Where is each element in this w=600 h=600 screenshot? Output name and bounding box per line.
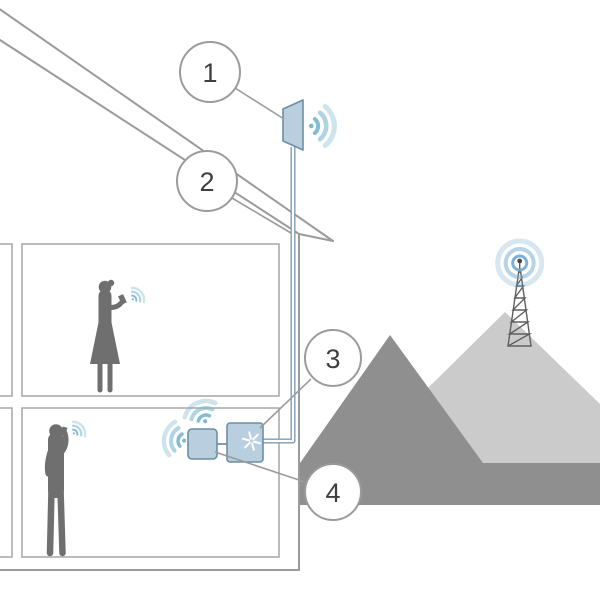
eave-line: [298, 233, 334, 242]
mountain-dark-and-ridge: [300, 335, 600, 505]
callout-3-label: 3: [325, 344, 340, 374]
roof-inner-line: [0, 39, 300, 235]
outdoor-antenna-icon: [282, 99, 304, 151]
callout-4-label: 4: [325, 478, 340, 508]
callout-4-leader: [214, 451, 306, 483]
signal-booster-icon: [226, 422, 264, 463]
mountains: [300, 312, 600, 505]
booster-burst-icon: [241, 431, 262, 451]
callout-3-circle: [304, 329, 362, 387]
room-lower-left-sliver: [0, 407, 13, 558]
callout-2-leader: [231, 197, 292, 234]
tower-signal-icon: [495, 238, 545, 288]
person-calling-silhouette: [44, 424, 69, 557]
cell-tower-icon: [495, 238, 545, 347]
indoor-antenna-icon: [187, 428, 218, 460]
callout-2-circle: [176, 150, 238, 212]
callout-2-label: 2: [199, 167, 214, 197]
callout-1-circle: [179, 41, 241, 103]
callout-4-circle: [304, 463, 362, 521]
person-texting-silhouette: [90, 279, 127, 393]
room-upper-left-sliver: [0, 243, 13, 397]
callouts: 1 2 3 4: [176, 41, 362, 521]
callout-leader-lines: [214, 87, 312, 483]
callout-1-label: 1: [202, 58, 217, 88]
callout-3-leader: [259, 378, 312, 429]
coax-cable-line: [263, 147, 296, 444]
room-upper: [21, 243, 280, 397]
house-outline: [0, 8, 334, 571]
callout-1-leader: [234, 87, 285, 120]
tower-antenna-tip: [517, 258, 523, 264]
roof-outer-line: [0, 8, 334, 242]
wifi-waves-icon-outdoor: [309, 107, 334, 146]
